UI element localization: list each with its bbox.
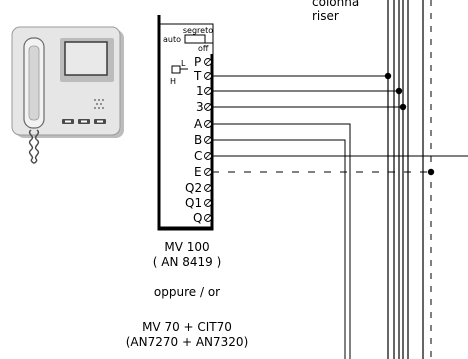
- terminal-e: E: [194, 165, 202, 179]
- terminal-3: 3: [196, 100, 204, 114]
- terminal-a: A: [194, 117, 203, 131]
- terminal-c: C: [194, 149, 202, 163]
- caption-code-alt: (AN7270 + AN7320): [126, 335, 249, 349]
- secret-switch: segreto auto off: [163, 26, 213, 53]
- relay-symbol: L H: [170, 59, 188, 86]
- device-caption: MV 100 ( AN 8419 ) oppure / or MV 70 + C…: [126, 240, 249, 349]
- switch-label-secret: segreto: [183, 26, 213, 35]
- handset-grip: [28, 45, 40, 121]
- terminal-q: Q: [193, 211, 202, 225]
- terminal-q1: Q1: [185, 196, 202, 210]
- terminal-b: B: [194, 133, 202, 147]
- switch-label-auto: auto: [163, 35, 181, 44]
- connection-wires: [212, 0, 468, 359]
- switch-label-off: off: [198, 44, 209, 53]
- relay-label-l: L: [181, 59, 186, 68]
- terminal-t: T: [193, 69, 202, 83]
- terminal-block: [157, 15, 214, 231]
- terminal-1: 1: [196, 84, 204, 98]
- caption-model: MV 100: [164, 240, 209, 254]
- terminal-p: P: [194, 55, 201, 69]
- caption-code: ( AN 8419 ): [153, 255, 222, 269]
- handset-cord: [28, 129, 40, 164]
- riser-label-en: riser: [312, 9, 339, 23]
- caption-model-alt: MV 70 + CIT70: [142, 320, 232, 334]
- terminal-labels: P T 1 3 A B C E Q2 Q1 Q: [185, 55, 204, 225]
- screen: [64, 41, 108, 76]
- junction-dots: [384, 72, 435, 176]
- relay-label-h: H: [170, 77, 176, 86]
- terminal-q2: Q2: [185, 181, 202, 195]
- relay-box: [171, 65, 181, 74]
- terminal-screws: [204, 58, 212, 222]
- videophone-illustration: [11, 26, 124, 164]
- riser-label-it: colonna: [312, 0, 359, 9]
- switch-slider: [184, 34, 206, 44]
- caption-alternative: oppure / or: [154, 285, 220, 299]
- speaker-grille: [94, 99, 104, 109]
- videophone-buttons: [62, 119, 106, 124]
- terminal-block-rim: [157, 25, 214, 230]
- riser-lines: [387, 0, 424, 359]
